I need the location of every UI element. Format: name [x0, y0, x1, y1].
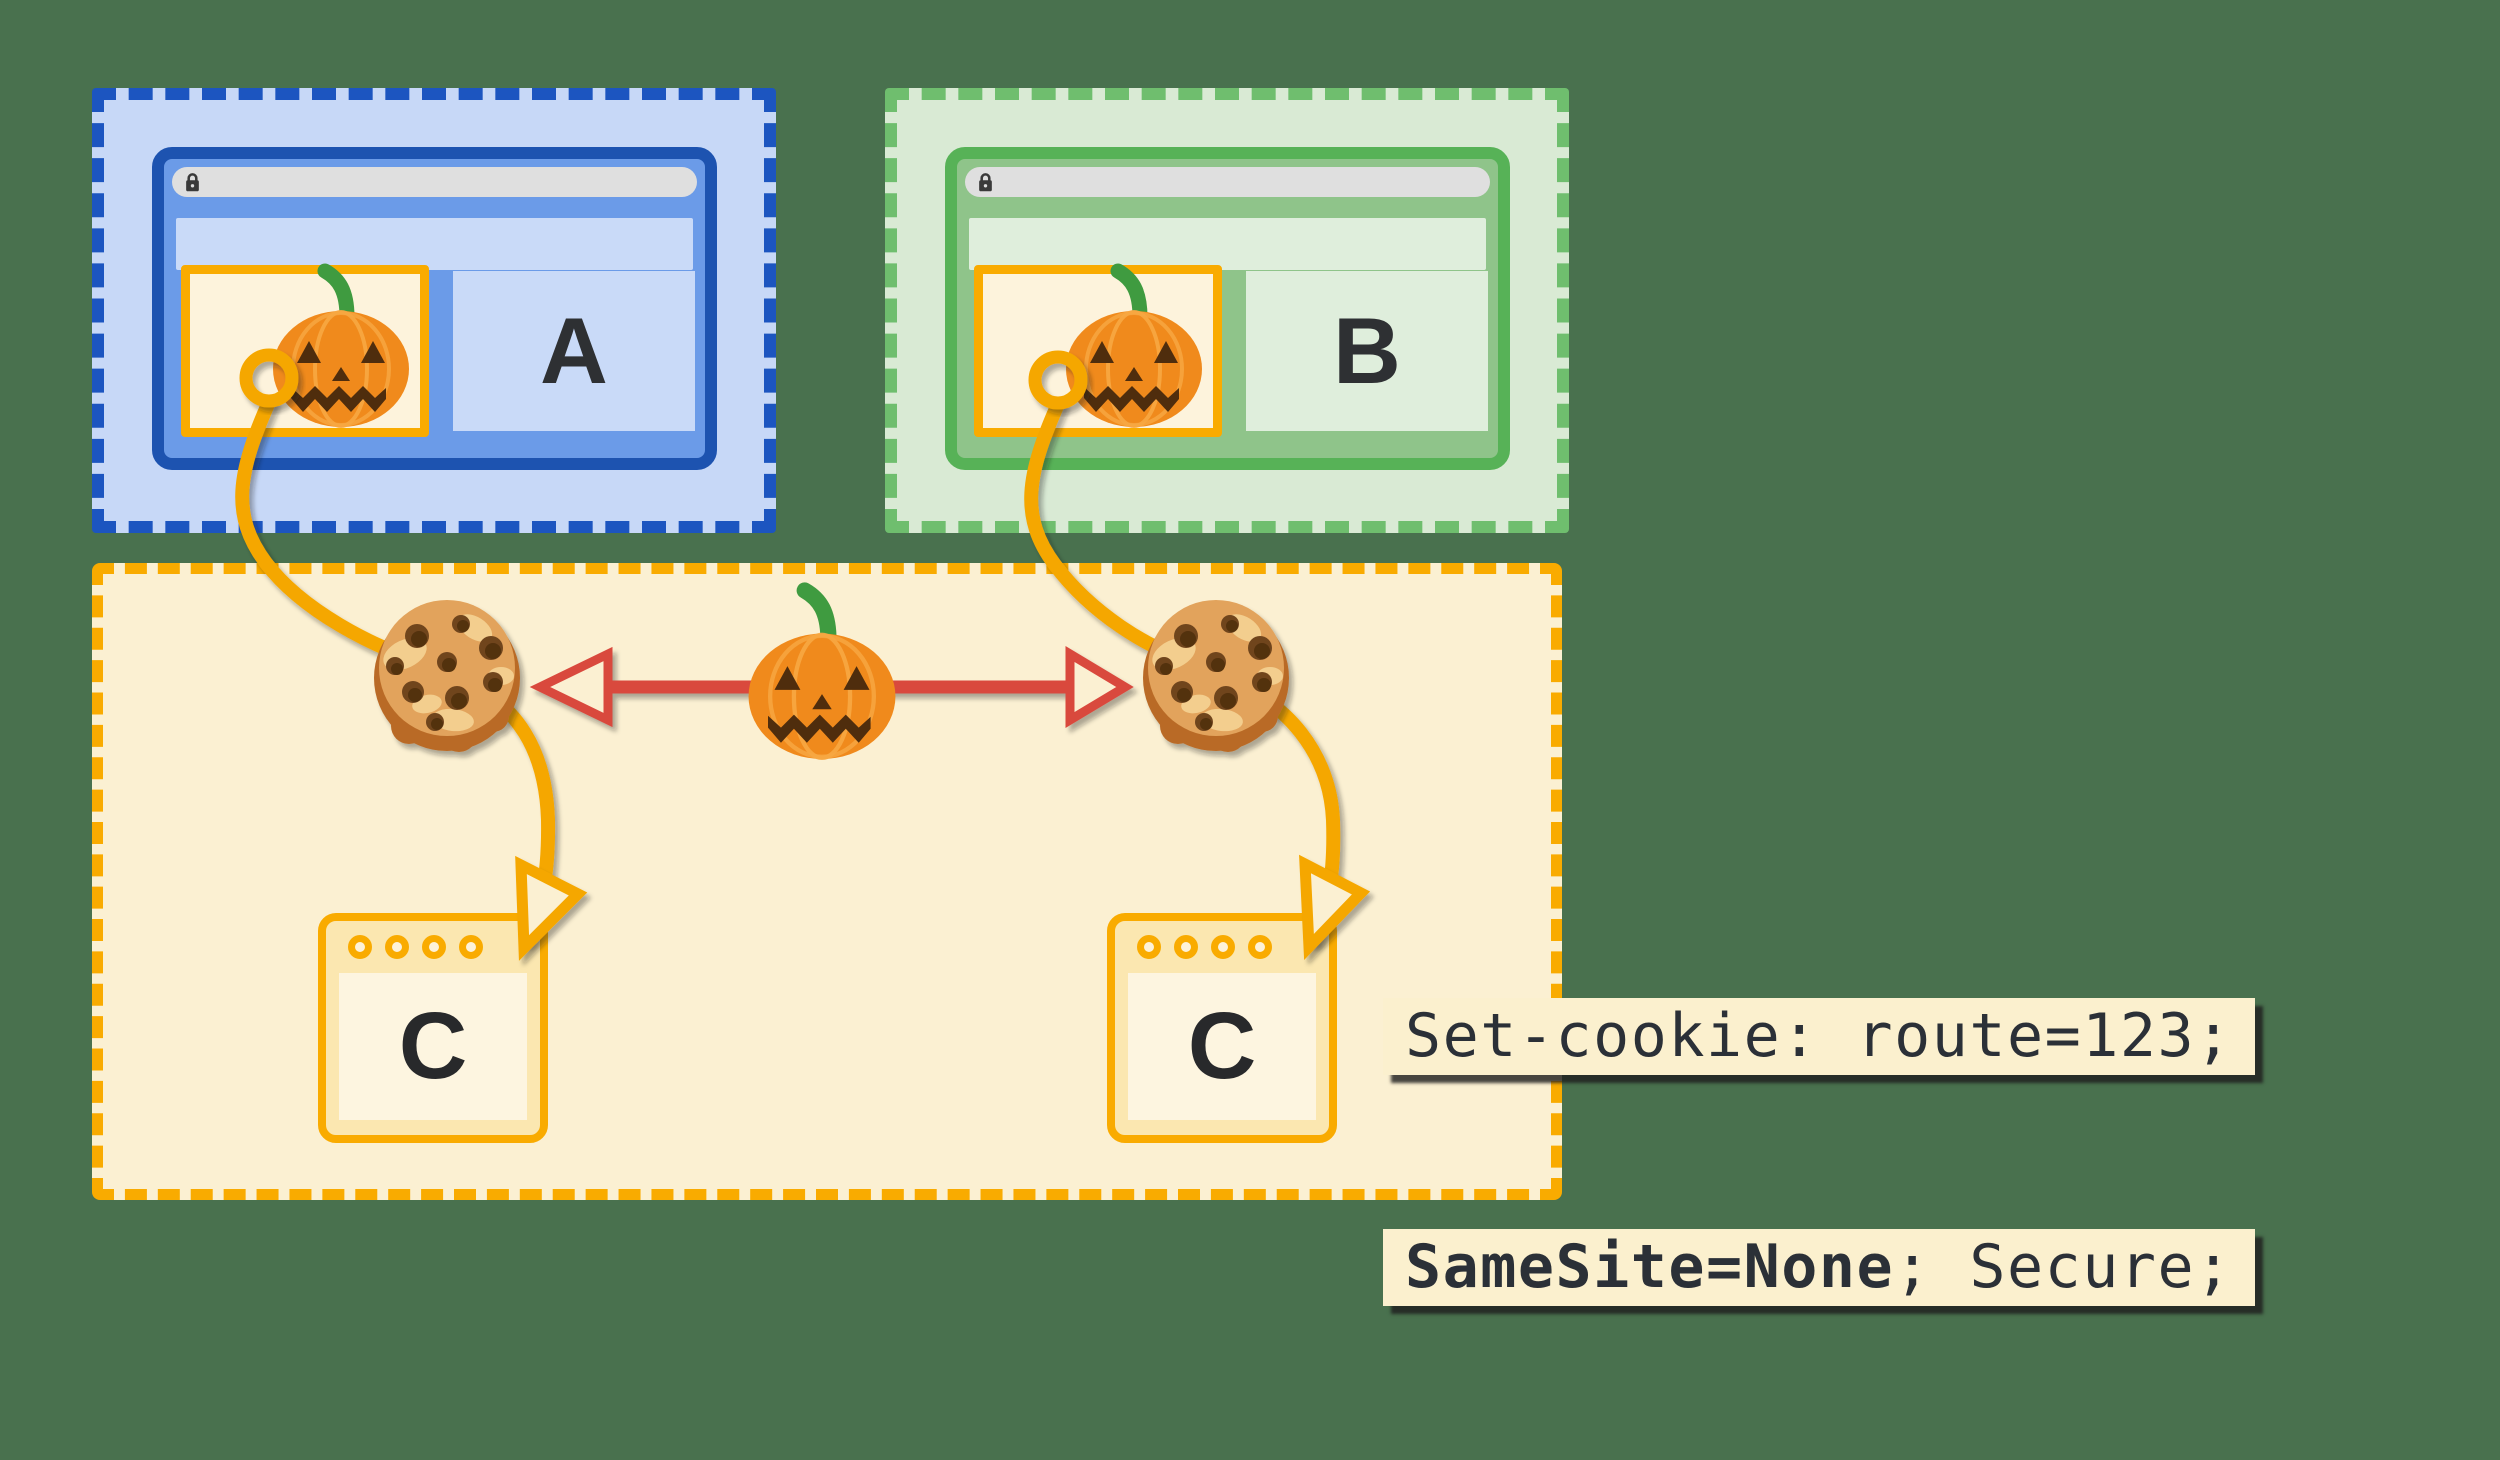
- site-b-container: B: [885, 88, 1569, 533]
- code-line-1: Set-cookie: route=123;: [1383, 998, 2255, 1075]
- code-secure-text: ; Secure;: [1894, 1232, 2233, 1302]
- server-window-body: C: [1128, 973, 1316, 1120]
- code-samesite-text: SameSite=None: [1405, 1232, 1895, 1302]
- window-dot-icon: [1211, 935, 1235, 959]
- site-a-container: A: [92, 88, 776, 533]
- set-cookie-snippet: Set-cookie: route=123; SameSite=None; Se…: [1383, 858, 2255, 1460]
- site-b-label: B: [1333, 298, 1401, 403]
- nav-strip-a: [176, 218, 693, 270]
- server-window-body: C: [339, 973, 527, 1120]
- browser-window-b: B: [945, 147, 1510, 470]
- page-content-b: B: [1246, 271, 1488, 431]
- code-line-1-text: Set-cookie: route=123;: [1405, 1001, 2233, 1071]
- server-window-header: [1115, 921, 1329, 973]
- window-dot-icon: [385, 935, 409, 959]
- window-dot-icon: [348, 935, 372, 959]
- diagram-canvas: A B: [92, 88, 2255, 1306]
- server-window-header: [326, 921, 540, 973]
- window-dot-icon: [422, 935, 446, 959]
- third-party-iframe-a: [181, 265, 429, 437]
- browser-window-a: A: [152, 147, 717, 470]
- server-window-c-left: C: [318, 913, 548, 1143]
- server-window-c-right: C: [1107, 913, 1337, 1143]
- third-party-iframe-b: [974, 265, 1222, 437]
- address-bar-b: [965, 167, 1490, 197]
- server-c-right-label: C: [1187, 993, 1257, 1099]
- window-dot-icon: [1248, 935, 1272, 959]
- window-dot-icon: [1174, 935, 1198, 959]
- lock-icon: [979, 173, 992, 192]
- nav-strip-b: [969, 218, 1486, 270]
- server-c-left-label: C: [398, 993, 468, 1099]
- page-content-a: A: [453, 271, 695, 431]
- site-a-label: A: [540, 298, 608, 403]
- third-party-container: [92, 563, 1562, 1200]
- address-bar-a: [172, 167, 697, 197]
- window-dot-icon: [459, 935, 483, 959]
- code-line-2: SameSite=None; Secure;: [1383, 1229, 2255, 1306]
- lock-icon: [186, 173, 199, 192]
- window-dot-icon: [1137, 935, 1161, 959]
